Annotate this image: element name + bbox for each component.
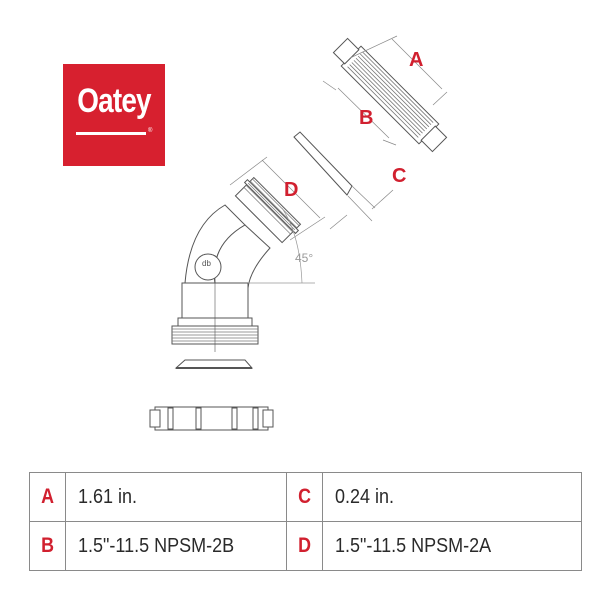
specs-table: A 1.61 in. C 0.24 in. B 1.5"-11.5 NPSM-2… (29, 472, 582, 571)
dimension-b-lines (322, 80, 397, 146)
spec-key-c: C (286, 472, 323, 522)
label-c: C (392, 165, 406, 187)
spec-value-c: 0.24 in. (322, 472, 582, 522)
table-row: B 1.5"-11.5 NPSM-2B D 1.5"-11.5 NPSM-2A (29, 521, 582, 571)
angle-label: 45° (295, 251, 313, 265)
spec-key-a: A (29, 472, 66, 522)
spec-key-b: B (29, 521, 66, 571)
threaded-adapter-part (332, 37, 448, 153)
spec-value-a: 1.61 in. (65, 472, 287, 522)
elbow-fitting-part: db (171, 176, 302, 352)
oatey-logo: Oatey ® (63, 64, 165, 166)
table-row: A 1.61 in. C 0.24 in. (29, 472, 582, 522)
angle-indicator (248, 207, 315, 284)
dimension-c-lines (329, 185, 394, 230)
spec-value-d: 1.5"-11.5 NPSM-2A (322, 521, 582, 571)
cone-washer-part (174, 359, 254, 369)
label-d: D (284, 179, 298, 201)
dimension-a-lines (349, 35, 448, 106)
washer-part (293, 131, 353, 196)
logo-text: Oatey (77, 82, 151, 120)
label-a: A (409, 49, 423, 71)
spec-value-b: 1.5"-11.5 NPSM-2B (65, 521, 287, 571)
slip-nut-part (149, 406, 274, 431)
registered-mark: ® (148, 128, 153, 134)
exploded-fitting-diagram: db A B C D 45° (149, 35, 448, 431)
fitting-stamp: db (202, 259, 211, 268)
logo-underline (76, 132, 146, 135)
label-b: B (359, 107, 373, 129)
spec-key-d: D (286, 521, 323, 571)
dimension-d-lines (229, 156, 326, 241)
